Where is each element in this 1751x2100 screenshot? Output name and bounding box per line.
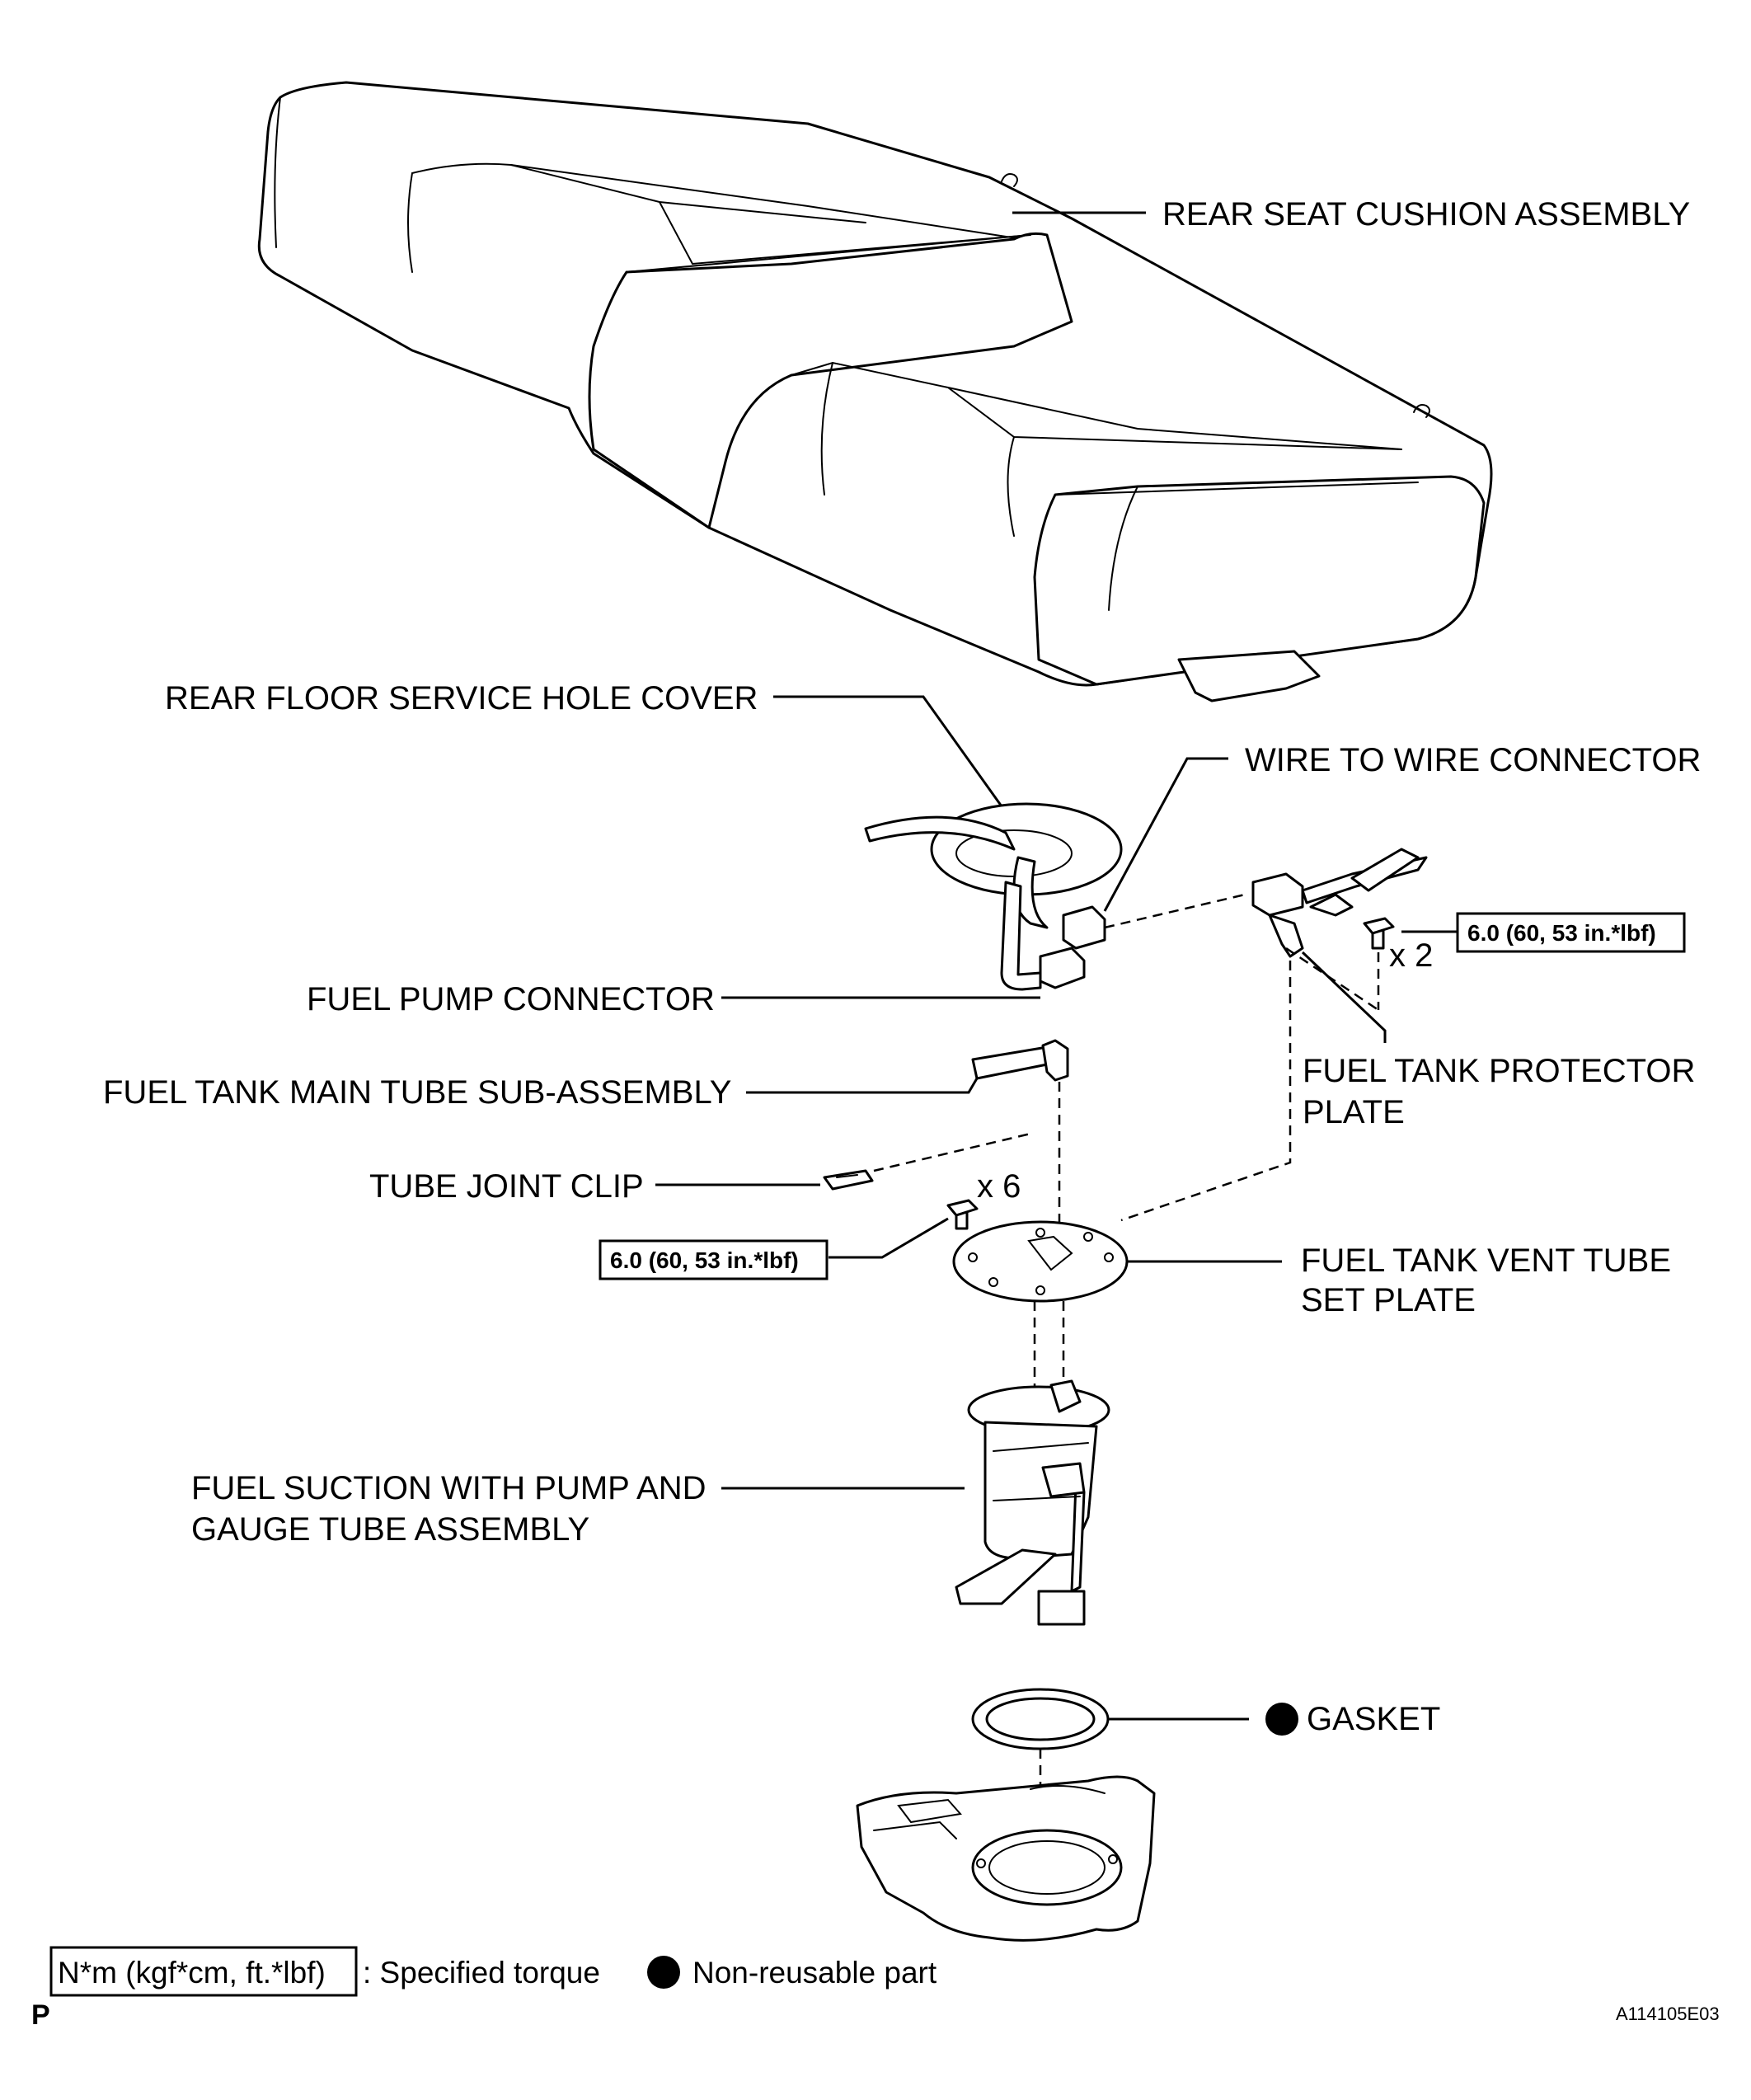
tube-joint-clip-drawing	[823, 1169, 874, 1191]
fuel-tank-drawing	[856, 1775, 1156, 1942]
set-plate-bolt-quantity: x 6	[977, 1168, 1021, 1205]
protector-dash-line	[1120, 961, 1292, 1222]
legend-non-reusable-icon	[647, 1956, 680, 1989]
fuel-pump-connector-drawing	[1039, 905, 1106, 989]
figure-id: A114105E03	[1616, 2004, 1720, 2024]
label-fuel-pump-connector: FUEL PUMP CONNECTOR	[307, 981, 715, 1017]
vent-tube-set-plate-drawing	[952, 1220, 1129, 1303]
torque-value-set-plate: 6.0 (60, 53 in.*lbf)	[610, 1247, 799, 1273]
main-tube-leader	[746, 1078, 979, 1094]
legend-torque-box	[49, 1946, 358, 1997]
torque-spec-set-plate: 6.0 (60, 53 in.*lbf)	[599, 1239, 829, 1280]
label-vent-tube-2: SET PLATE	[1301, 1282, 1476, 1318]
label-wire-to-wire-connector: WIRE TO WIRE CONNECTOR	[1245, 742, 1701, 778]
label-gasket: GASKET	[1307, 1701, 1440, 1737]
service-hole-cover-drawing	[864, 802, 1123, 991]
label-fuel-suction-1: FUEL SUCTION WITH PUMP AND	[191, 1470, 707, 1506]
torque-spec-protector-plate: 6.0 (60, 53 in.*lbf)	[1456, 912, 1686, 953]
label-rear-floor-service-hole-cover: REAR FLOOR SERVICE HOLE COVER	[165, 680, 758, 716]
protector-bolt-quantity: x 2	[1389, 937, 1433, 974]
clip-dash-line	[873, 1132, 1031, 1172]
connector-dash-line	[1104, 893, 1246, 929]
rear-seat-cushion-drawing	[257, 81, 1493, 702]
fuel-suction-pump-drawing	[955, 1379, 1110, 1626]
label-rear-seat-cushion: REAR SEAT CUSHION ASSEMBLY	[1162, 196, 1690, 233]
service-hole-cover-leader	[773, 695, 1007, 813]
torque-value-protector: 6.0 (60, 53 in.*lbf)	[1467, 920, 1656, 946]
main-tube-drawing	[971, 1039, 1069, 1082]
label-protector-plate-1: FUEL TANK PROTECTOR	[1303, 1053, 1695, 1089]
bolt-icon	[1363, 917, 1395, 950]
bolt-icon-2	[946, 1199, 979, 1230]
label-tube-joint-clip: TUBE JOINT CLIP	[369, 1168, 644, 1205]
label-fuel-suction-2: GAUGE TUBE ASSEMBLY	[191, 1511, 589, 1548]
label-protector-plate-2: PLATE	[1303, 1094, 1405, 1130]
legend-torque-desc: : Specified torque	[363, 1956, 600, 1990]
wire-connector-leader	[1103, 757, 1228, 912]
legend: N*m (kgf*cm, ft.*lbf) : Specified torque…	[49, 1946, 937, 1997]
legend-torque-unit: N*m (kgf*cm, ft.*lbf)	[58, 1956, 326, 1990]
gasket-drawing	[971, 1688, 1110, 1750]
wire-harness-drawing	[1251, 848, 1428, 958]
corner-mark: P	[31, 1999, 50, 2031]
torque-leader-set-plate	[829, 1217, 949, 1259]
non-reusable-mark-icon	[1265, 1703, 1298, 1736]
legend-non-reusable-desc: Non-reusable part	[692, 1956, 937, 1990]
label-main-tube: FUEL TANK MAIN TUBE SUB-ASSEMBLY	[103, 1074, 731, 1111]
label-vent-tube-1: FUEL TANK VENT TUBE	[1301, 1243, 1671, 1279]
protector-plate-leader	[1301, 951, 1387, 1043]
